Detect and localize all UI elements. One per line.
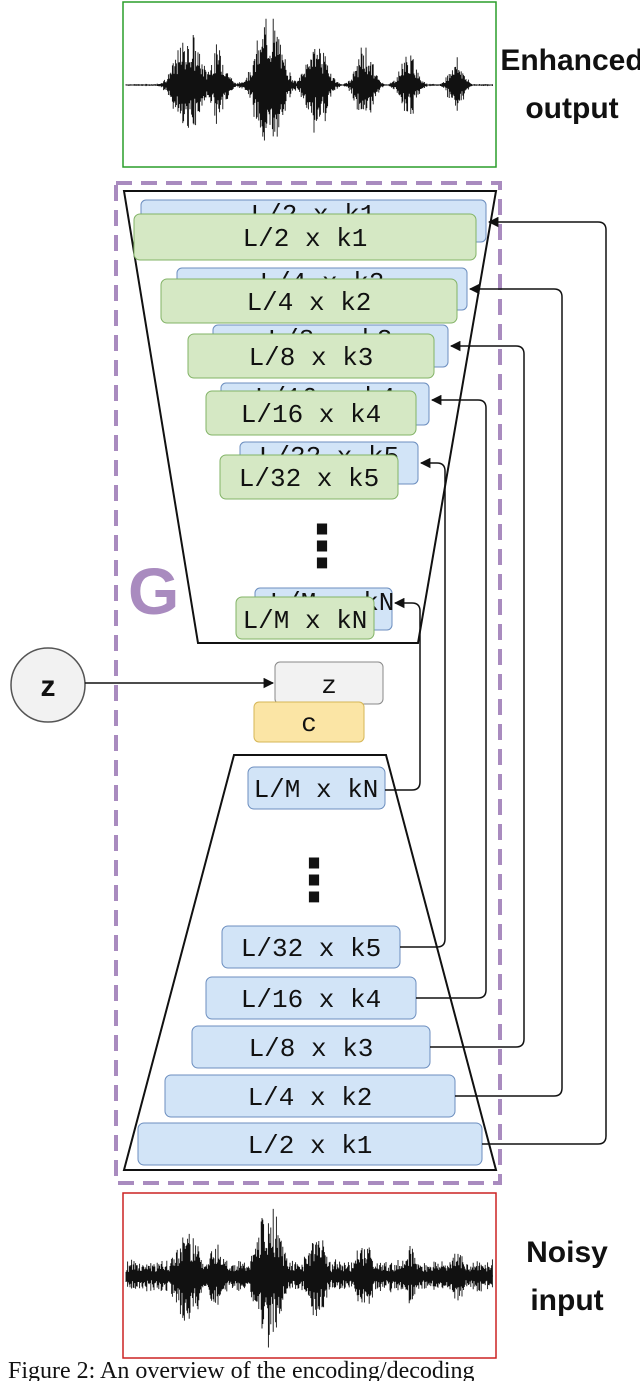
- noisy-input-label-line1: Noisy: [526, 1236, 608, 1269]
- decoder-layer-1-label: L/2 x k1: [243, 224, 368, 254]
- skip-connections: [385, 216, 607, 1145]
- encoder-layer-3-label: L/16 x k4: [241, 985, 381, 1015]
- encoder-layer-5-label: L/4 x k2: [248, 1083, 373, 1113]
- latent-z-label: z: [41, 670, 56, 703]
- enhanced-output-waveform: [125, 18, 493, 141]
- generator-boundary: [114, 181, 502, 1185]
- encoder-layer-1: [247, 766, 386, 810]
- encoder-ellipsis: ⋮: [285, 848, 343, 913]
- encoder-layer-4-label: L/8 x k3: [249, 1034, 374, 1064]
- concat-z-label: z: [321, 671, 337, 701]
- generator-label: G: [128, 554, 179, 628]
- enhanced-output-label-line2: output: [525, 92, 618, 125]
- skip-connection-k5: [400, 457, 446, 948]
- decoder-layer-5: [219, 454, 399, 500]
- encoder-layer-2-label: L/32 x k5: [241, 934, 381, 964]
- noisy-input-waveform: [125, 1208, 493, 1348]
- decoder-layer-6: [235, 596, 375, 640]
- enhanced-output-label-line1: Enhanced: [500, 44, 640, 77]
- wave-in-trace: [125, 1208, 493, 1348]
- decoder-layer-4-label: L/16 x k4: [241, 400, 381, 430]
- decoder-layers: L/2 x k1 L/4 x k2 L/8 x k3 L/16 x k4 L/3…: [133, 213, 477, 640]
- encoder-layer-6-label: L/2 x k1: [248, 1131, 373, 1161]
- decoder-layer-2: [160, 278, 458, 324]
- decoder-layer-3-label: L/8 x k3: [249, 343, 374, 373]
- encoder-trapezoid: [122, 754, 498, 1171]
- noisy-input-label-line2: input: [530, 1284, 603, 1317]
- concat-c-label: c: [301, 709, 317, 739]
- decoder-layer-6-label: L/M x kN: [243, 606, 368, 636]
- skip-connection-kN: [385, 597, 421, 791]
- skip-connection-k4: [416, 394, 487, 999]
- decoder-layer-4: [205, 390, 417, 436]
- decoder-ellipsis: ⋮: [293, 514, 351, 579]
- concat-c-box: [253, 701, 365, 743]
- wave-out-trace: [125, 18, 493, 141]
- encoder-layers: L/M x kN L/32 x k5 L/16 x k4 L/8 x k3 L/…: [137, 766, 483, 1166]
- skip-connection-k1: [482, 216, 607, 1145]
- latent-z-node: [10, 647, 86, 723]
- figure-caption: Figure 2: An overview of the encoding/de…: [8, 1358, 475, 1381]
- skip-connection-k2: [455, 283, 563, 1097]
- encoder-layer-1-label: L/M x kN: [254, 775, 379, 805]
- decoder-layer-1: [133, 213, 477, 261]
- decoder-layer-5-label: L/32 x k5: [239, 464, 379, 494]
- skip-connection-k3: [430, 340, 525, 1048]
- decoder-layer-3: [187, 333, 435, 379]
- decoder-trapezoid: [122, 190, 498, 644]
- decoder-layer-2-label: L/4 x k2: [247, 288, 372, 318]
